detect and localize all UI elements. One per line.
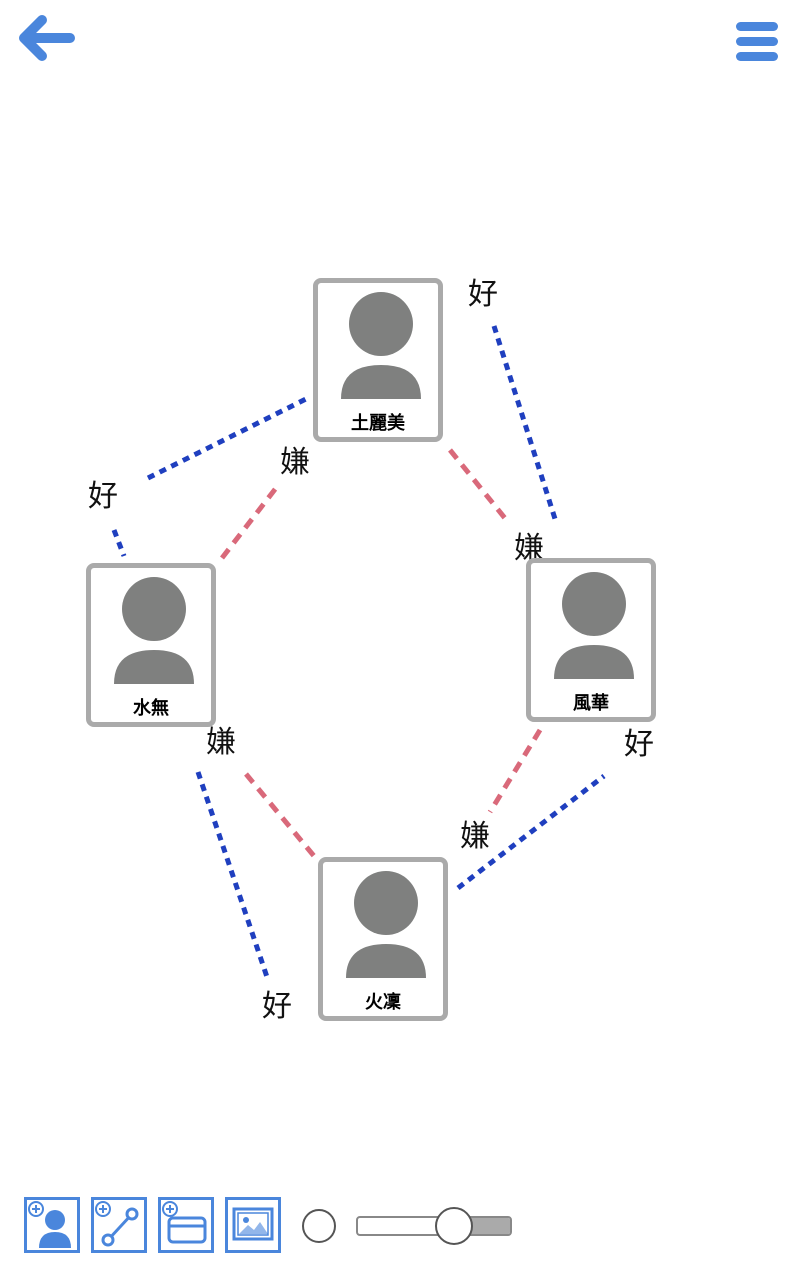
add-person-button[interactable] [24, 1197, 80, 1253]
relation-line-like[interactable] [491, 325, 559, 523]
relation-line-like[interactable] [456, 774, 606, 890]
relation-line-like[interactable] [111, 529, 127, 557]
relation-line-dislike[interactable] [487, 728, 543, 814]
person-silhouette-icon [346, 871, 426, 978]
zoom-reset-circle[interactable] [302, 1209, 336, 1243]
person-silhouette-icon [341, 292, 421, 399]
image-icon [232, 1207, 274, 1241]
person-card-bottom[interactable]: 火凜 [318, 857, 448, 1021]
add-relation-button[interactable] [91, 1197, 147, 1253]
relation-label-like[interactable]: 好 [88, 479, 118, 514]
add-card-icon [162, 1201, 207, 1244]
person-name: 土麗美 [351, 413, 405, 434]
relation-line-like[interactable] [195, 771, 271, 981]
menu-button[interactable] [730, 18, 784, 66]
relation-label-like[interactable]: 好 [262, 989, 292, 1024]
relation-label-like[interactable]: 好 [468, 277, 498, 312]
person-card-left[interactable]: 水無 [86, 563, 216, 727]
image-button[interactable] [225, 1197, 281, 1253]
add-person-icon [28, 1201, 71, 1248]
person-silhouette-icon [554, 572, 634, 679]
relation-line-like[interactable] [146, 395, 310, 481]
relation-line-dislike[interactable] [448, 448, 510, 524]
zoom-slider-thumb[interactable] [435, 1207, 474, 1245]
zoom-slider-track[interactable] [356, 1216, 512, 1236]
person-card-top[interactable]: 土麗美 [313, 278, 443, 442]
relation-label-dislike[interactable]: 嫌 [280, 445, 310, 480]
relation-line-dislike[interactable] [244, 772, 316, 858]
relation-line-dislike[interactable] [220, 486, 278, 560]
hamburger-menu-icon [736, 22, 778, 61]
person-card-right[interactable]: 風華 [526, 558, 656, 722]
arrow-left-icon [19, 15, 75, 61]
relation-label-like[interactable]: 好 [624, 727, 654, 762]
person-name: 水無 [133, 698, 169, 719]
add-relation-icon [95, 1201, 139, 1247]
relation-label-dislike[interactable]: 嫌 [460, 819, 490, 854]
add-card-button[interactable] [158, 1197, 214, 1253]
person-name: 火凜 [365, 992, 401, 1013]
person-silhouette-icon [114, 577, 194, 684]
person-name: 風華 [573, 693, 609, 714]
relation-label-dislike[interactable]: 嫌 [206, 725, 236, 760]
back-button[interactable] [16, 14, 76, 66]
